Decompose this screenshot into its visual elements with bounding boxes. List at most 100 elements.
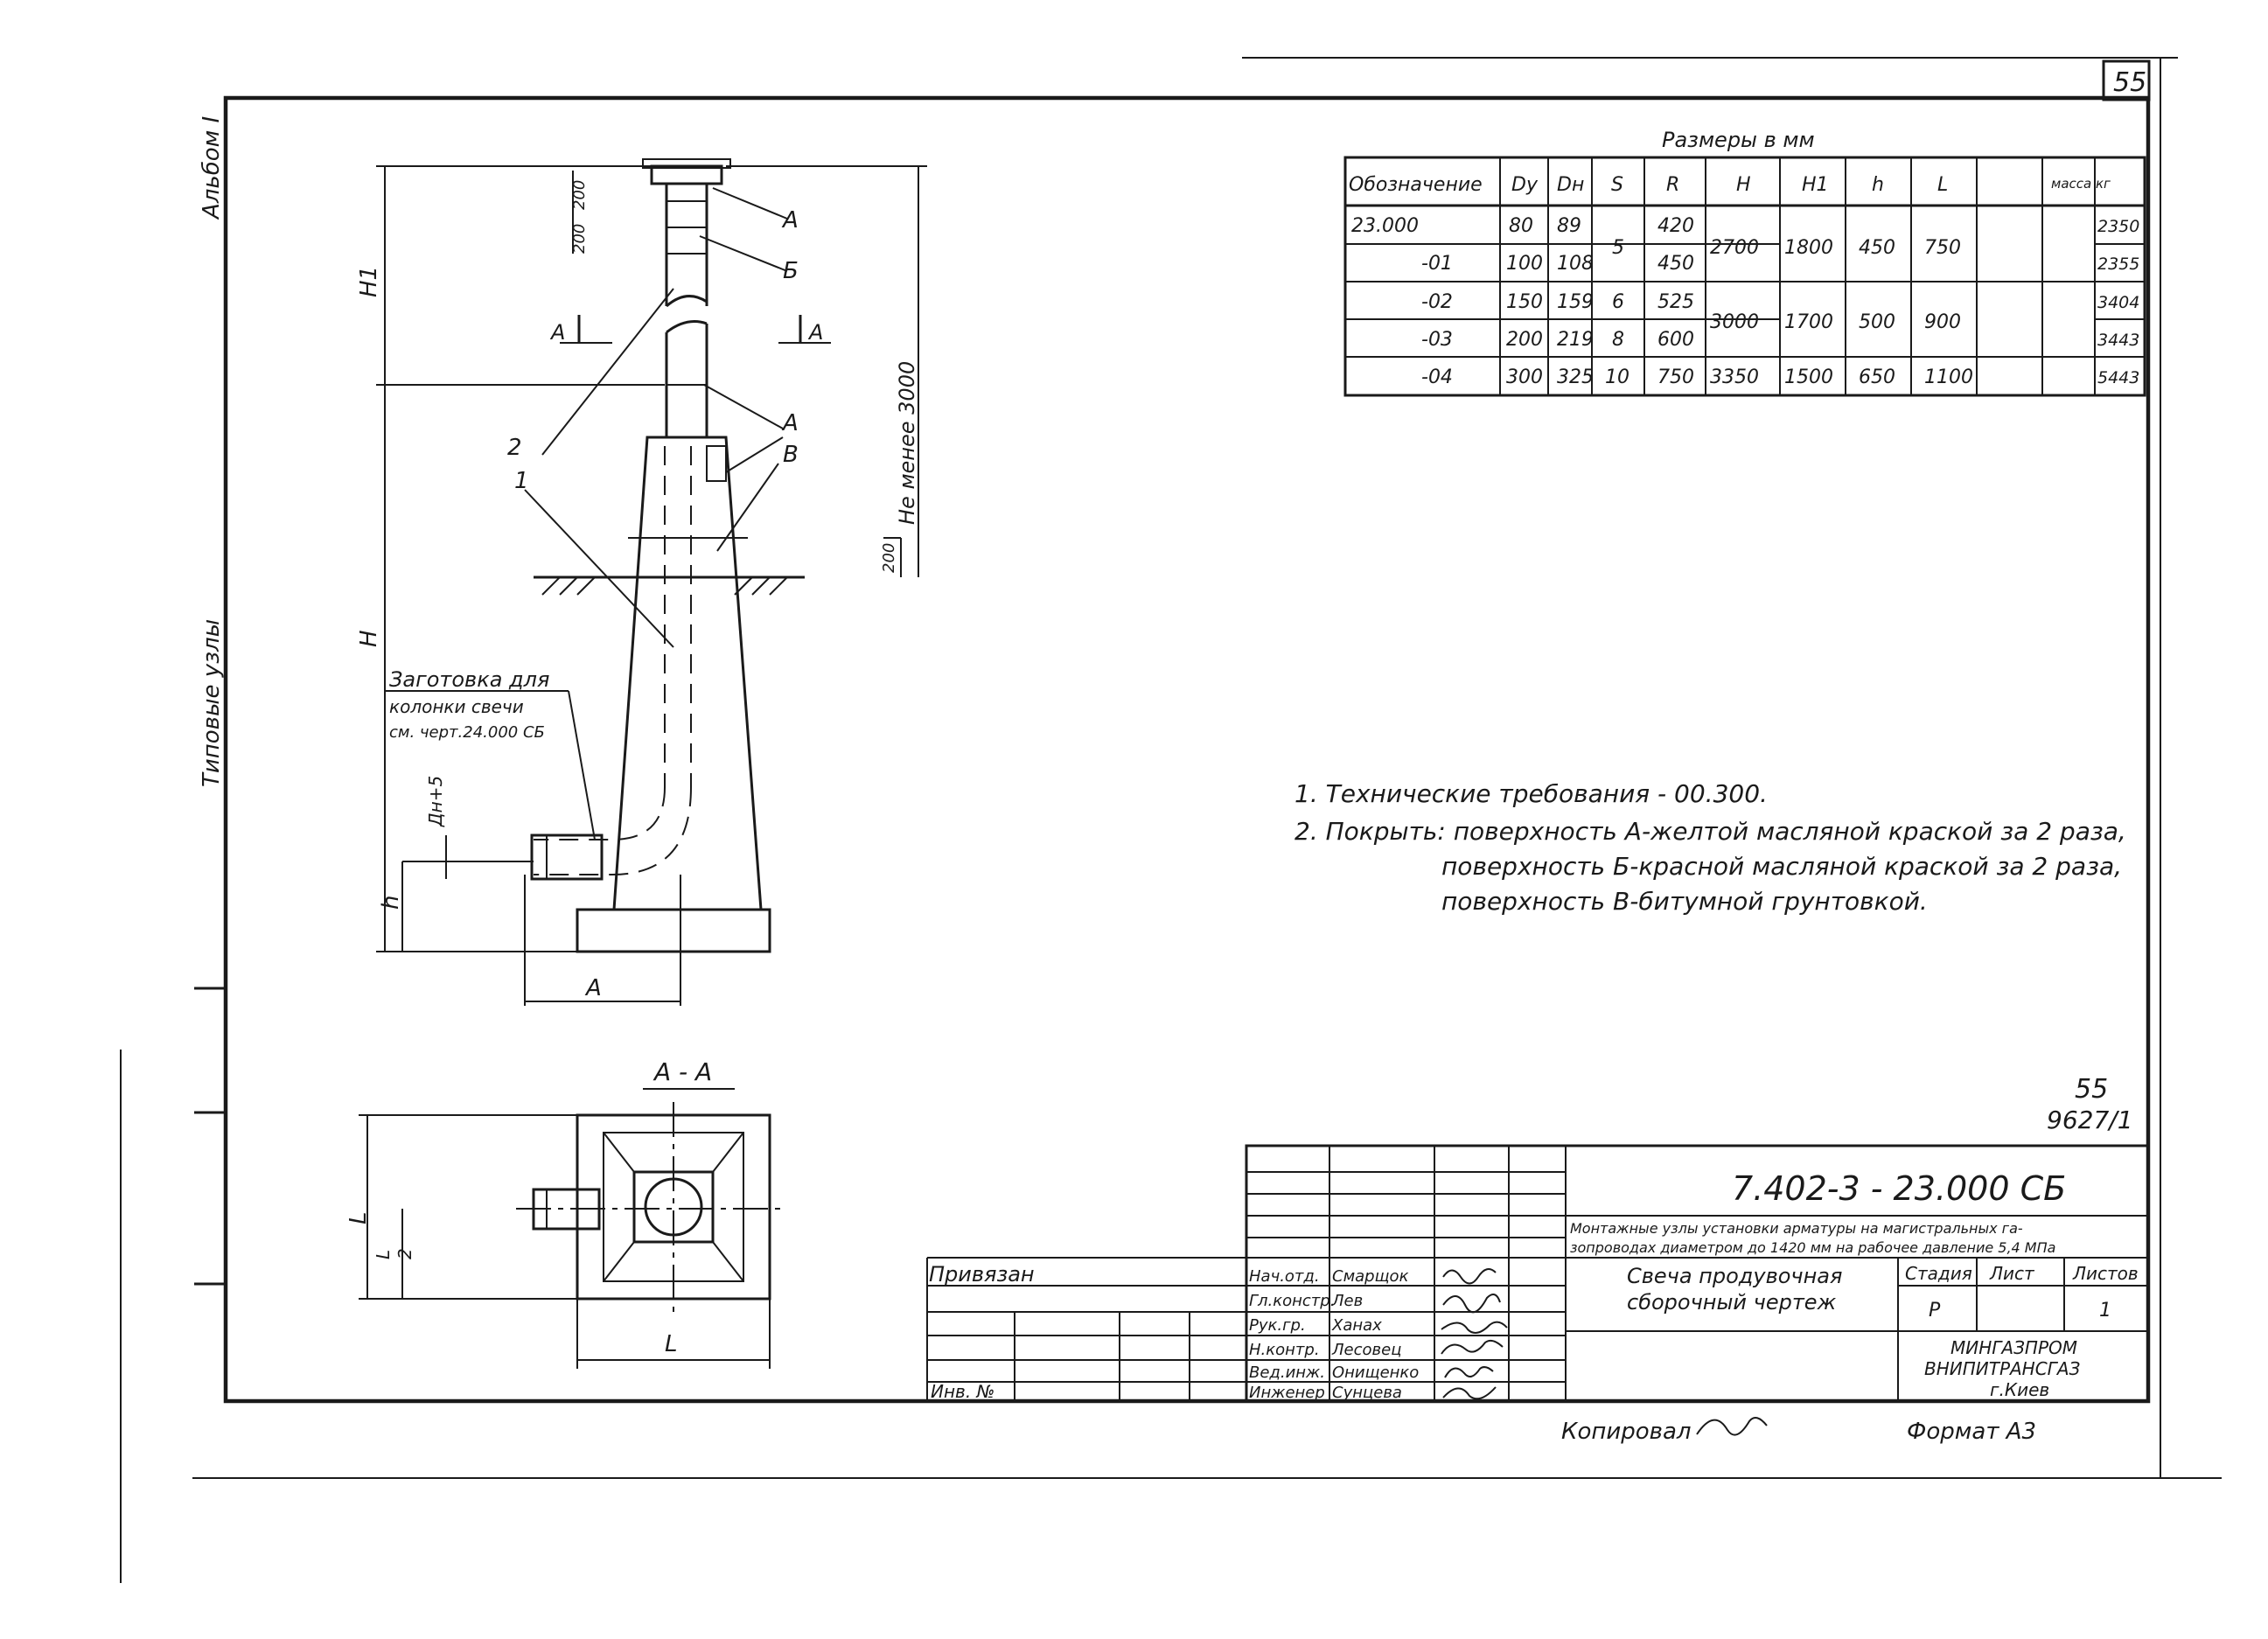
plan-dim-l-half: L: [373, 1250, 394, 1259]
stage-label: Стадия: [1905, 1263, 1972, 1284]
copied-label: Копировал: [1561, 1419, 1692, 1445]
th-hh: h: [1872, 174, 1884, 196]
plan-dim-bottom-l: L: [665, 1331, 678, 1357]
cell-r4-h1: 1500: [1784, 366, 1833, 388]
cell-l-merged-23: 900: [1924, 311, 1961, 333]
cell-r4-dn: 325: [1557, 366, 1594, 388]
cell-r2-mass: 3404: [2097, 293, 2139, 312]
sig-name-0: Смарщок: [1332, 1267, 1409, 1286]
inv-label: Инв. №: [931, 1381, 994, 1402]
column-cone: [612, 436, 763, 911]
dim-h-small-label: h: [378, 896, 404, 910]
doc-code: 7.402-3 - 23.000 СБ: [1732, 1169, 2066, 1208]
sheet-label: Лист: [1989, 1263, 2035, 1284]
dim-a-label: A: [584, 975, 602, 1001]
sig-name-1: Лев: [1331, 1292, 1363, 1310]
sig-role-3: Н.контр.: [1249, 1341, 1320, 1359]
th-designation: Обозначение: [1349, 174, 1483, 196]
section-label: Типовые узлы: [199, 619, 225, 787]
org-line3: г.Киев: [1990, 1379, 2049, 1400]
blank-note-line3: см. черт.24.000 СБ: [389, 723, 545, 742]
cell-r0-des: 23.000: [1351, 215, 1419, 237]
cell-r3-dn: 219: [1557, 329, 1594, 351]
cell-r1-dy: 100: [1506, 253, 1543, 275]
dim-200-top: 200: [570, 180, 589, 210]
blank-stub: [530, 833, 604, 881]
sheets-value: 1: [2099, 1300, 2111, 1322]
sig-name-2: Ханах: [1331, 1316, 1382, 1335]
th-h: H: [1736, 174, 1751, 196]
plan-dim-l: L: [345, 1212, 372, 1225]
table-caption: Размеры в мм: [1662, 128, 1815, 152]
cell-r1-mass: 2355: [2097, 255, 2139, 274]
cell-r2-r: 525: [1657, 291, 1694, 313]
sig-role-4: Вед.инж.: [1249, 1364, 1325, 1382]
section-view: А - А L L 2 L: [345, 1057, 787, 1369]
section-title: А - А: [652, 1057, 712, 1086]
cell-s-merged-01: 5: [1612, 237, 1624, 259]
note-line4: поверхность В-битумной грунтовкой.: [1441, 887, 1928, 916]
sig-role-2: Рук.гр.: [1249, 1316, 1306, 1335]
sig-name-3: Лесовец: [1331, 1341, 1401, 1359]
cell-r0-r: 420: [1657, 215, 1694, 237]
th-h1: H1: [1802, 174, 1829, 196]
th-r: R: [1666, 174, 1679, 196]
callout-v: В: [783, 442, 799, 468]
top-flange: [642, 158, 731, 169]
table-text: Обозначение Dy Dн S R H H1 h L масса кг …: [1349, 174, 2139, 388]
th-dn: Dн: [1557, 174, 1584, 196]
org-line1: МИНГАЗПРОМ: [1950, 1337, 2077, 1358]
cell-l-merged-01: 750: [1924, 237, 1961, 259]
th-dy: Dy: [1511, 174, 1539, 196]
blank-note-line1: Заготовка для: [389, 667, 549, 692]
callout-1: 1: [514, 468, 529, 494]
cell-r0-mass: 2350: [2097, 217, 2139, 236]
cell-r4-dy: 300: [1506, 366, 1543, 388]
cell-r3-des: -03: [1421, 329, 1453, 351]
sig-name-5: Сунцева: [1332, 1384, 1402, 1402]
stage-value: Р: [1929, 1300, 1941, 1322]
sig-name-4: Онищенко: [1332, 1364, 1419, 1382]
cell-r2-des: -02: [1421, 291, 1453, 313]
th-l: L: [1937, 174, 1948, 196]
cell-r4-des: -04: [1421, 366, 1453, 388]
sheet-title-line2: сборочный чертеж: [1627, 1290, 1837, 1315]
sig-role-1: Гл.констр.: [1249, 1292, 1335, 1310]
signature-scribbles: [1441, 1268, 1768, 1436]
project-title-line1: Монтажные узлы установки арматуры на маг…: [1570, 1220, 2023, 1237]
format-label: Формат А3: [1907, 1419, 2036, 1445]
cell-hh-merged-23: 500: [1859, 311, 1895, 333]
stamp-number: 55: [2075, 1074, 2108, 1105]
cell-r2-dn: 159: [1557, 291, 1594, 313]
cell-r3-mass: 3443: [2097, 331, 2139, 350]
sheet-title-line1: Свеча продувочная: [1627, 1264, 1842, 1288]
cell-r2-dy: 150: [1506, 291, 1543, 313]
cell-r1-r: 450: [1657, 253, 1694, 275]
tied-label: Привязан: [929, 1262, 1035, 1287]
cell-h1-merged-01: 1800: [1784, 237, 1833, 259]
th-s: S: [1611, 174, 1623, 196]
notes: 1. Технические требования - 00.300. 2. П…: [1295, 779, 2126, 916]
dim-200-ground: 200: [880, 543, 898, 573]
sheets-label: Листов: [2072, 1263, 2139, 1284]
cell-r4-h: 3350: [1710, 366, 1759, 388]
cell-r0-dy: 80: [1509, 215, 1533, 237]
cell-h1-merged-23: 1700: [1784, 311, 1833, 333]
cell-h-merged-23: 3000: [1710, 311, 1759, 333]
album-label: Альбом I: [199, 116, 225, 220]
dimensions-table: Размеры в мм: [1343, 128, 2146, 397]
cell-h-merged-01: 2700: [1710, 237, 1759, 259]
stamp-code: 9627/1: [2047, 1105, 2133, 1134]
elevation-view: H1 H h 200 200 Не менее 3000 200 Дн+5 A …: [356, 158, 927, 1006]
cell-r2-s: 6: [1612, 291, 1624, 313]
cell-r4-hh: 650: [1859, 366, 1895, 388]
note-line2: 2. Покрыть: поверхность А-желтой масляно…: [1295, 817, 2126, 846]
cell-r3-r: 600: [1657, 329, 1694, 351]
plan-dim-2: 2: [394, 1248, 415, 1259]
cell-r3-dy: 200: [1506, 329, 1543, 351]
dim-min-3000: Не менее 3000: [895, 361, 919, 525]
cell-r1-dn: 108: [1557, 253, 1594, 275]
page-number-box: [2102, 59, 2151, 101]
cell-r4-r: 750: [1657, 366, 1694, 388]
cell-hh-merged-01: 450: [1859, 237, 1895, 259]
